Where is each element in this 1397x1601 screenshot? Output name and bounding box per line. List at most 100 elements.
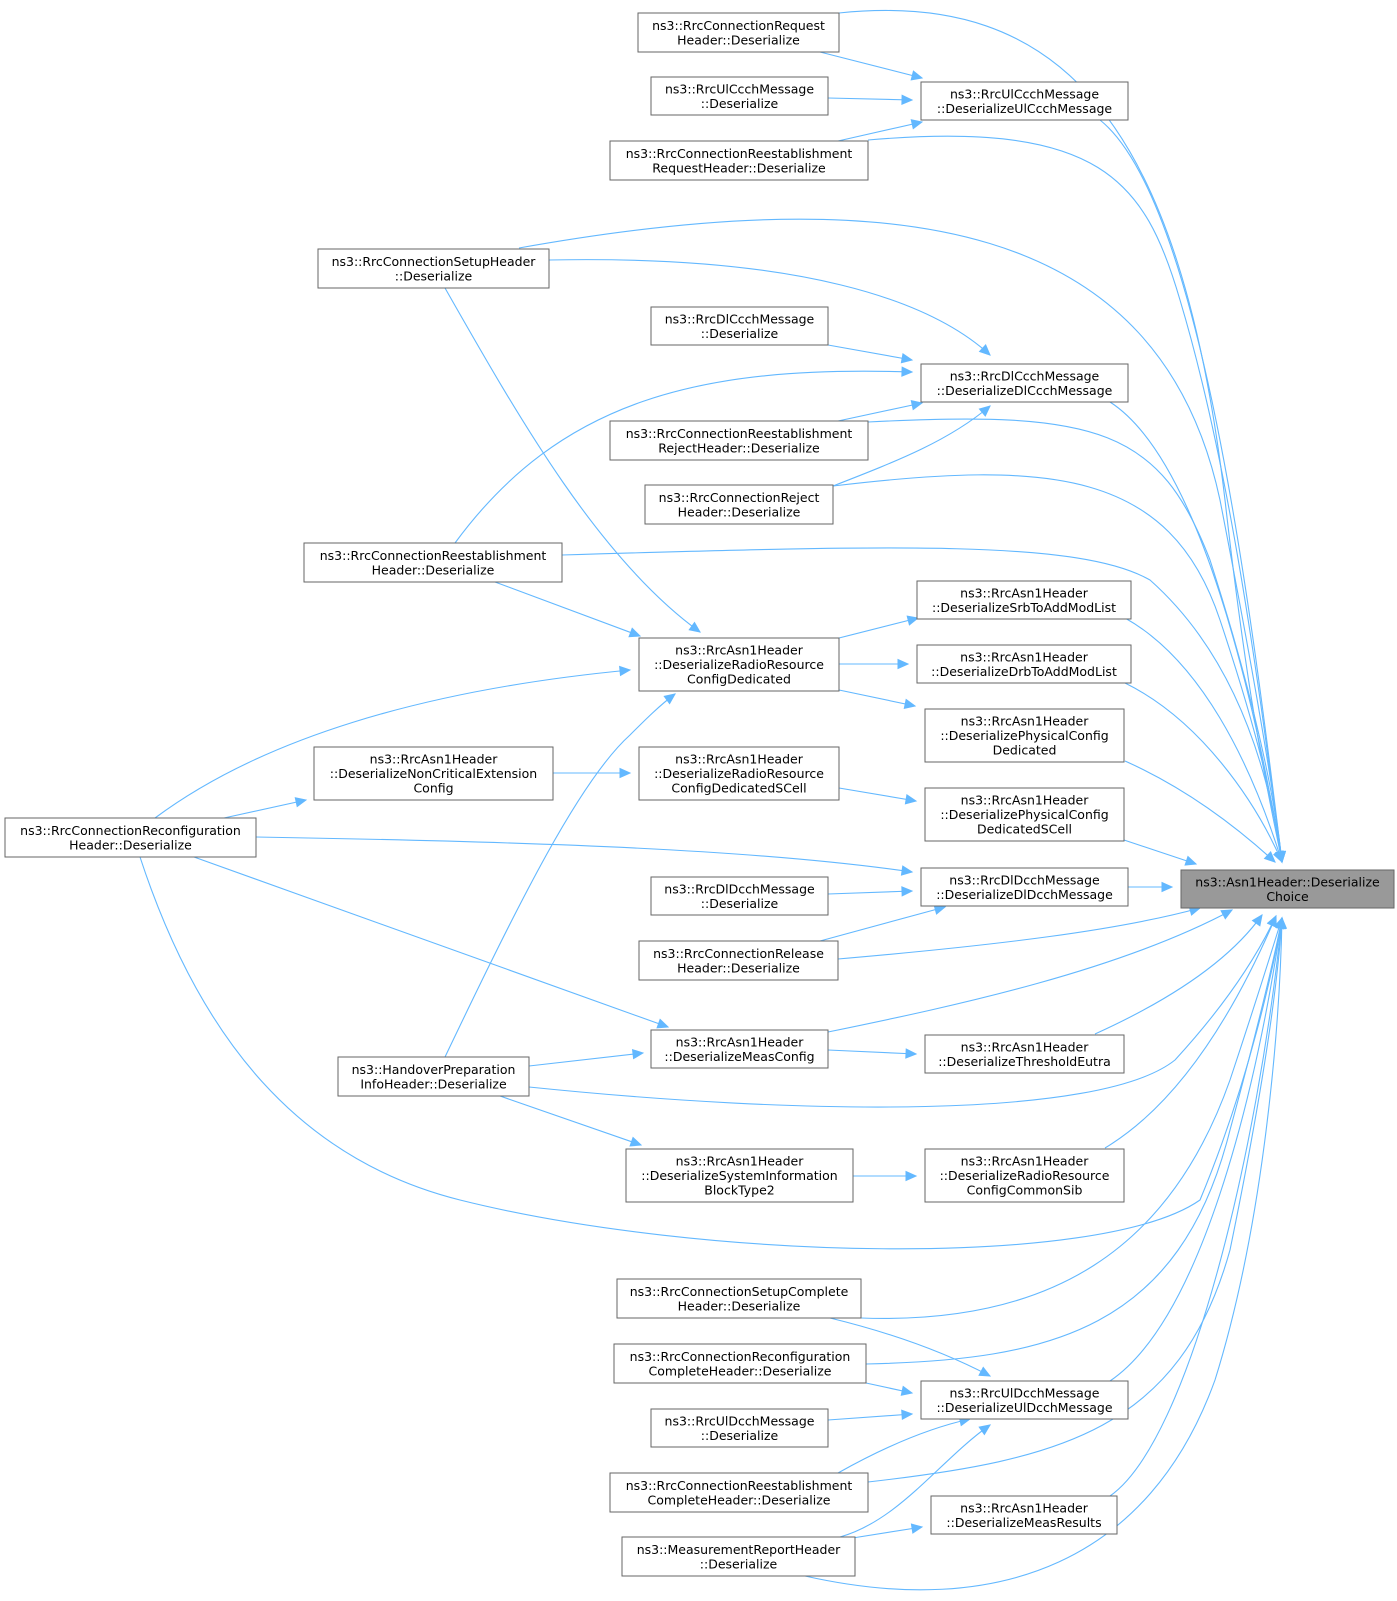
node-rrcDedScell[interactable]: ns3::RrcAsn1Header::DeserializeRadioReso… [638, 746, 840, 801]
node-label-line: ::DeserializeThresholdEutra [938, 1054, 1111, 1069]
node-rrcDed[interactable]: ns3::RrcAsn1Header::DeserializeRadioReso… [638, 637, 840, 692]
edge-reestCompHdr-to-ulDcchMsg [837, 1416, 972, 1474]
node-label-line: RejectHeader::Deserialize [658, 440, 820, 455]
node-reconfHdr[interactable]: ns3::RrcConnectionReconfigurationHeader:… [4, 817, 257, 858]
edge-sib2-to-rrcCommonSib [853, 1170, 918, 1182]
node-label-line: RequestHeader::Deserialize [652, 160, 826, 175]
node-box [4, 817, 257, 858]
node-srbList[interactable]: ns3::RrcAsn1Header::DeserializeSrbToAddM… [916, 580, 1132, 620]
node-measCfg[interactable]: ns3::RrcAsn1Header::DeserializeMeasConfi… [650, 1029, 829, 1069]
edge-line [454, 370, 913, 544]
node-physDedScell[interactable]: ns3::RrcAsn1Header::DeserializePhysicalC… [924, 787, 1125, 842]
node-drbList[interactable]: ns3::RrcAsn1Header::DeserializeDrbToAddM… [916, 644, 1132, 684]
node-rrcCommonSib[interactable]: ns3::RrcAsn1Header::DeserializeRadioReso… [924, 1148, 1125, 1203]
node-box [616, 1278, 862, 1319]
arrow-head-icon [628, 627, 642, 638]
node-sib2[interactable]: ns3::RrcAsn1Header::DeserializeSystemInf… [625, 1148, 854, 1203]
node-nonCrit[interactable]: ns3::RrcAsn1Header::DeserializeNonCritic… [313, 746, 554, 801]
node-label-line: ::DeserializeRadioResource [654, 766, 824, 781]
node-ulDcchMsg[interactable]: ns3::RrcUlDcchMessage::DeserializeUlDcch… [920, 1380, 1129, 1420]
node-hoPrep[interactable]: ns3::HandoverPreparationInfoHeader::Dese… [337, 1056, 530, 1097]
arrow-head-icon [900, 352, 914, 364]
node-physDed[interactable]: ns3::RrcAsn1Header::DeserializePhysicalC… [924, 708, 1125, 763]
edge-reestHdr-to-rrcDed [494, 581, 642, 638]
node-connRejHdr[interactable]: ns3::RrcConnectionRejectHeader::Deserial… [644, 484, 834, 525]
edge-line [1124, 617, 1283, 863]
edge-line [837, 907, 1201, 960]
arrow-head-icon [903, 698, 917, 709]
edge-line [528, 1052, 644, 1067]
node-label-line: ns3::RrcAsn1Header [960, 585, 1089, 600]
node-box [650, 306, 829, 346]
arrow-head-icon [910, 70, 924, 81]
edge-measRepHdr-to-ulDcchMsg [839, 1424, 991, 1538]
arrow-head-icon [1251, 914, 1263, 927]
node-relHdr[interactable]: ns3::RrcConnectionReleaseHeader::Deseria… [638, 940, 839, 981]
edge-line [1099, 119, 1283, 863]
arrow-head-icon [1220, 909, 1234, 920]
node-reestCompHdr[interactable]: ns3::RrcConnectionReestablishmentComplet… [609, 1472, 869, 1513]
node-box [638, 940, 839, 981]
node-box [1180, 869, 1395, 909]
edge-line [838, 689, 916, 707]
node-measResults[interactable]: ns3::RrcAsn1Header::DeserializeMeasResul… [930, 1495, 1118, 1535]
node-reestHdr[interactable]: ns3::RrcConnectionReestablishmentHeader:… [303, 542, 563, 583]
arrow-head-icon [1276, 916, 1288, 929]
arrow-head-icon [901, 1409, 914, 1421]
edge-line [1124, 682, 1283, 863]
node-dlCcchMsg[interactable]: ns3::RrcDlCcchMessage::DeserializeDlCcch… [920, 363, 1129, 403]
node-label-line: ns3::RrcDlCcchMessage [665, 311, 815, 326]
edge-line [819, 51, 923, 79]
node-label-line: ns3::Asn1Header::Deserialize [1195, 874, 1380, 889]
node-label-line: ns3::RrcDlDcchMessage [664, 881, 815, 896]
node-ulCcchMsg[interactable]: ns3::RrcUlCcchMessage::DeserializeUlCcch… [920, 81, 1129, 121]
edge-line [867, 917, 1283, 1483]
node-label-line: ns3::RrcAsn1Header [675, 643, 804, 658]
arrow-head-icon [910, 1523, 924, 1534]
node-label-line: Header::Deserialize [677, 32, 800, 47]
edge-setupHdr-to-root [518, 218, 1287, 864]
arrow-head-icon [978, 344, 991, 356]
edge-ulDcchDes-to-ulDcchMsg [827, 1409, 914, 1421]
edge-rrcDed-to-drbList [839, 658, 910, 670]
node-box [920, 867, 1129, 907]
arrow-head-icon [978, 1366, 992, 1377]
node-label-line: Header::Deserialize [678, 1298, 801, 1313]
node-reconfCompHdr[interactable]: ns3::RrcConnectionReconfigurationComplet… [613, 1343, 867, 1384]
node-box [613, 1343, 867, 1384]
node-reestRejHdr[interactable]: ns3::RrcConnectionReestablishmentRejectH… [609, 420, 869, 461]
arrow-head-icon [663, 693, 676, 705]
node-setupCompHdr[interactable]: ns3::RrcConnectionSetupCompleteHeader::D… [616, 1278, 862, 1319]
edge-line [1109, 917, 1283, 1382]
edge-line [837, 121, 923, 142]
node-reestReqHdr[interactable]: ns3::RrcConnectionReestablishmentRequest… [609, 140, 869, 181]
arrow-head-icon [905, 1048, 918, 1059]
edge-connReqHdr-to-ulCcchMsg [819, 51, 924, 81]
arrow-head-icon [294, 797, 308, 808]
edge-line [255, 836, 913, 873]
node-label-line: ns3::RrcAsn1Header [961, 793, 1090, 808]
node-label-line: ::DeserializeDrbToAddModList [931, 664, 1117, 679]
node-dlDcchDes[interactable]: ns3::RrcDlDcchMessage::Deserialize [650, 876, 829, 916]
node-label-line: ns3::RrcAsn1Header [675, 752, 804, 767]
edge-line [499, 1095, 642, 1146]
node-setupHdr[interactable]: ns3::RrcConnectionSetupHeader::Deseriali… [317, 248, 550, 289]
node-ulCcchDes[interactable]: ns3::RrcUlCcchMessage::Deserialize [650, 76, 829, 116]
node-measRepHdr[interactable]: ns3::MeasurementReportHeader::Deserializ… [621, 1536, 856, 1577]
node-ulDcchDes[interactable]: ns3::RrcUlDcchMessage::Deserialize [650, 1408, 829, 1448]
arrow-head-icon [978, 1424, 991, 1436]
node-label-line: ns3::RrcConnectionReject [659, 490, 820, 505]
edge-line [827, 344, 913, 361]
arrow-head-icon [897, 658, 910, 670]
node-box [920, 81, 1129, 121]
node-thrEutra[interactable]: ns3::RrcAsn1Header::DeserializeThreshold… [924, 1034, 1125, 1074]
node-label-line: ::DeserializeNonCriticalExtension [330, 766, 537, 781]
node-dlCcchDes[interactable]: ns3::RrcDlCcchMessage::Deserialize [650, 306, 829, 346]
arrow-head-icon [688, 621, 701, 633]
node-label-line: ns3::RrcConnectionReestablishment [320, 548, 547, 563]
node-label-line: ns3::RrcDlCcchMessage [950, 368, 1100, 383]
node-dlDcchMsg[interactable]: ns3::RrcDlDcchMessage::DeserializeDlDcch… [920, 867, 1129, 907]
node-connReqHdr[interactable]: ns3::RrcConnectionRequestHeader::Deseria… [637, 12, 840, 53]
